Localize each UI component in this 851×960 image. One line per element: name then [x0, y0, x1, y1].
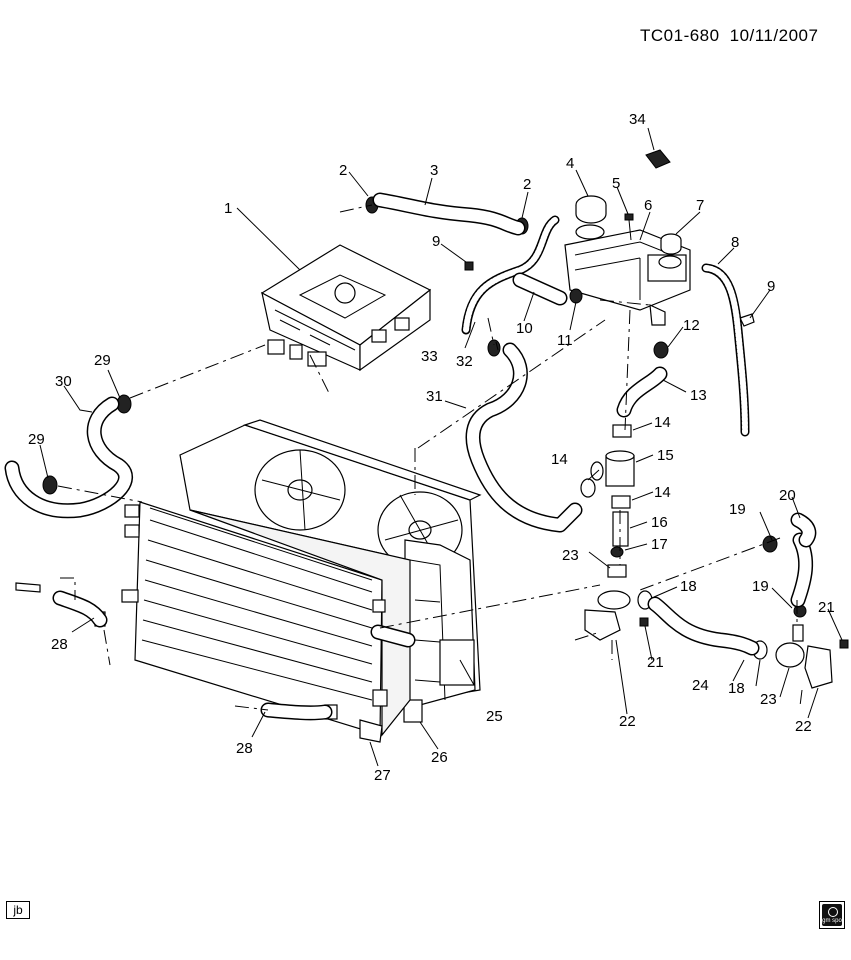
callout-10: 10: [516, 320, 533, 337]
callout-25: 25: [486, 708, 503, 725]
callout-22: 22: [795, 718, 812, 735]
callout-29: 29: [94, 352, 111, 369]
alignment-lines: [57, 204, 803, 711]
callout-labels: 1 2 2 3 4 5 6 7 8 9 9 10 11 12 13 14 14 …: [28, 111, 835, 784]
callout-17: 17: [651, 536, 668, 553]
callout-6: 6: [644, 197, 652, 214]
callout-32: 32: [456, 353, 473, 370]
callout-9: 9: [432, 233, 440, 250]
callout-34: 34: [629, 111, 646, 128]
callout-4: 4: [566, 155, 574, 172]
callout-31: 31: [426, 388, 443, 405]
callout-22: 22: [619, 713, 636, 730]
callout-27: 27: [374, 767, 391, 784]
callout-3: 3: [430, 162, 438, 179]
callout-2: 2: [339, 162, 347, 179]
diagram-reference-code: TC01-680 10/11/2007: [640, 26, 828, 46]
callout-33: 33: [421, 348, 438, 365]
gm-spo-logo: gm spo: [819, 901, 845, 929]
callout-19: 19: [752, 578, 769, 595]
callout-28: 28: [51, 636, 68, 653]
callout-15: 15: [657, 447, 674, 464]
callout-7: 7: [696, 197, 704, 214]
callout-16: 16: [651, 514, 668, 531]
callout-5: 5: [612, 175, 620, 192]
callout-29: 29: [28, 431, 45, 448]
callout-13: 13: [690, 387, 707, 404]
callout-23: 23: [562, 547, 579, 564]
callout-24: 24: [692, 677, 709, 694]
callout-18: 18: [680, 578, 697, 595]
callout-26: 26: [431, 749, 448, 766]
callout-20: 20: [779, 487, 796, 504]
power-inverter-module: [260, 244, 432, 372]
logo-text: gm spo: [822, 918, 842, 924]
callout-21: 21: [818, 599, 835, 616]
callout-30: 30: [55, 373, 72, 390]
radiator-assembly: [121, 419, 482, 743]
diagram-code: TC01-680: [640, 26, 720, 45]
logo-emblem-icon: [828, 907, 838, 917]
callout-14: 14: [551, 451, 568, 468]
callout-2: 2: [523, 176, 531, 193]
callout-8: 8: [731, 234, 739, 251]
leader-lines: [39, 127, 843, 767]
author-initials: jb: [13, 903, 23, 917]
callout-19: 19: [729, 501, 746, 518]
callout-23: 23: [760, 691, 777, 708]
callout-1: 1: [224, 200, 232, 217]
callout-28: 28: [236, 740, 253, 757]
coolant-hoses: [4, 192, 817, 721]
diagram-date: 10/11/2007: [729, 26, 819, 45]
callout-14: 14: [654, 414, 671, 431]
callout-9: 9: [767, 278, 775, 295]
logo-background: gm spo: [822, 904, 842, 926]
author-initials-box: jb: [6, 901, 30, 919]
callout-21: 21: [647, 654, 664, 671]
callout-12: 12: [683, 317, 700, 334]
coolant-surge-tank: [564, 224, 691, 326]
callout-14: 14: [654, 484, 671, 501]
callout-18: 18: [728, 680, 745, 697]
callout-11: 11: [557, 332, 573, 349]
